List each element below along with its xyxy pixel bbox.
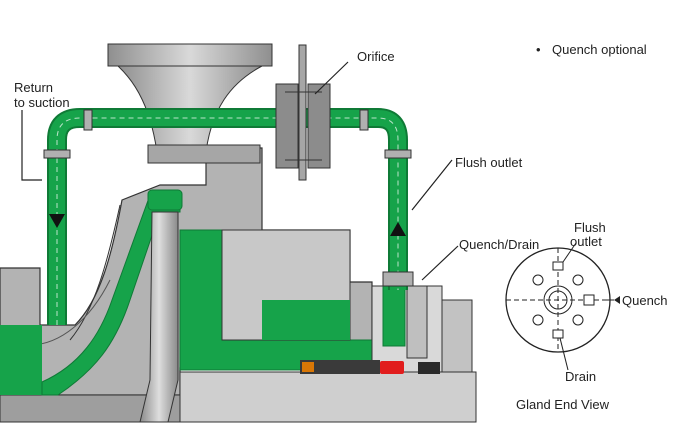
mechanical-seal-faces bbox=[300, 360, 440, 374]
shaft bbox=[139, 211, 179, 423]
label-flush-outlet: Flush outlet bbox=[455, 155, 523, 170]
label-quench-optional: Quench optional bbox=[552, 42, 647, 57]
label-gland-flush-line2: outlet bbox=[570, 234, 602, 249]
label-quench-drain: Quench/Drain bbox=[459, 237, 539, 252]
label-gland-quench: Quench bbox=[622, 293, 668, 308]
flush-piping bbox=[43, 108, 414, 325]
label-return-line1: Return bbox=[14, 80, 53, 95]
label-gland-drain: Drain bbox=[565, 369, 596, 384]
gland-plate bbox=[371, 285, 473, 373]
flow-arrow-up bbox=[390, 222, 406, 236]
orifice-plate bbox=[275, 44, 331, 181]
casing-flush-passage bbox=[0, 189, 183, 396]
flow-arrow-down bbox=[49, 214, 65, 228]
gland-end-view bbox=[505, 242, 620, 371]
seal-chamber bbox=[179, 229, 373, 371]
label-orifice: Orifice bbox=[357, 49, 395, 64]
suction-nozzle bbox=[107, 43, 273, 164]
leader-lines bbox=[21, 61, 459, 281]
label-gland-end-view: Gland End View bbox=[516, 397, 610, 412]
bullet-quench-optional: • bbox=[536, 42, 541, 57]
label-return-line2: to suction bbox=[14, 95, 70, 110]
label-gland-flush-line1: Flush bbox=[574, 220, 606, 235]
